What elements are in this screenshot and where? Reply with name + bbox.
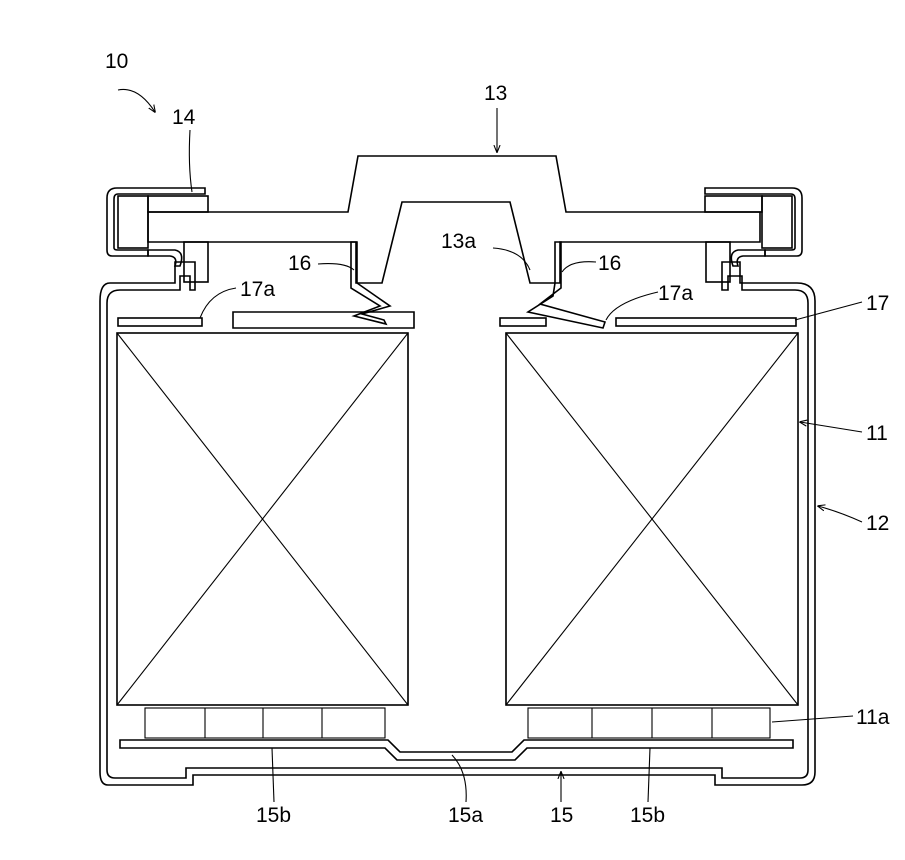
can-crimp-right <box>705 188 802 266</box>
label-13a: 13a <box>441 230 476 253</box>
label-14: 14 <box>172 106 196 129</box>
gasket-14-right <box>705 196 792 282</box>
collector-plate-15 <box>120 740 793 760</box>
label-17a-left: 17a <box>240 278 275 301</box>
label-17a-right: 17a <box>658 282 693 305</box>
outer-can-12 <box>100 262 815 785</box>
reference-labels: 10 13 14 13a 16 16 17a 17a 17 11 12 11a … <box>105 50 890 827</box>
label-15a: 15a <box>448 804 483 827</box>
label-13: 13 <box>484 82 507 105</box>
lead-16-right <box>528 242 605 328</box>
electrode-tabs-11a <box>145 708 770 738</box>
insulating-plate-17 <box>118 312 796 328</box>
label-16-left: 16 <box>288 252 311 275</box>
label-17: 17 <box>866 292 889 315</box>
electrode-assembly-11 <box>117 333 798 705</box>
label-10: 10 <box>105 50 128 73</box>
label-15b-left: 15b <box>256 804 291 827</box>
label-12: 12 <box>866 512 889 535</box>
can-crimp-left <box>107 188 205 266</box>
label-15b-right: 15b <box>630 804 665 827</box>
label-11: 11 <box>866 422 888 445</box>
label-11a: 11a <box>856 706 890 729</box>
cap-terminal-13 <box>148 156 760 283</box>
label-15: 15 <box>550 804 573 827</box>
label-16-right: 16 <box>598 252 621 275</box>
